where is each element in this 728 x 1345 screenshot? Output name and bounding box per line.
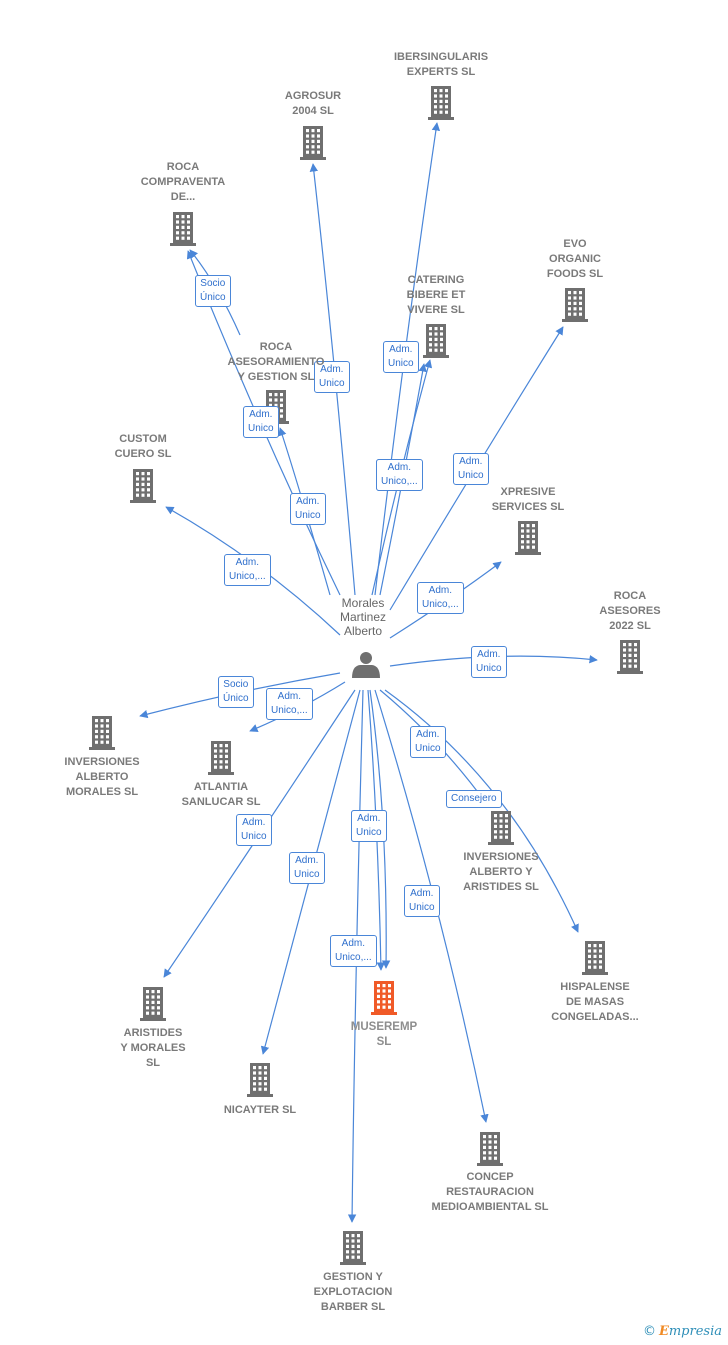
footer-brand[interactable]: ©Empresia [643, 1324, 722, 1339]
edge-label-nicayter[interactable]: Adm. Unico [289, 852, 325, 884]
company-label-museremp[interactable]: MUSEREMP SL [350, 1021, 418, 1048]
edge-label-hispalense[interactable]: Consejero [446, 790, 502, 808]
copyright-symbol: © [642, 1324, 656, 1339]
edge-label-custom-cuero[interactable]: Adm. Unico,... [224, 554, 271, 586]
building-icon-nicayter[interactable] [247, 1063, 273, 1097]
brand-name: mpresia [668, 1324, 722, 1339]
building-icon-inversiones-aa[interactable] [488, 811, 514, 845]
edge-label-roca-compraventa[interactable]: Adm. Unico [290, 493, 326, 525]
building-icon-custom-cuero[interactable] [130, 469, 156, 503]
building-icon-hispalense[interactable] [582, 941, 608, 975]
company-label-roca-compraventa[interactable]: ROCA COMPRAVENTA DE... [140, 161, 226, 203]
company-label-aristides[interactable]: ARISTIDES Y MORALES SL [120, 1027, 186, 1069]
edge-label-concep[interactable]: Adm. Unico [404, 885, 440, 917]
company-label-nicayter[interactable]: NICAYTER SL [223, 1104, 297, 1116]
edge-label-inversiones-aa[interactable]: Adm. Unico [410, 726, 446, 758]
edge-label-inversiones-am[interactable]: Socio Único [218, 676, 254, 708]
edge-label-catering[interactable]: Adm. Unico,... [376, 459, 423, 491]
building-icon-atlantia[interactable] [208, 741, 234, 775]
company-label-inversiones-aa[interactable]: INVERSIONES ALBERTO Y ARISTIDES SL [463, 851, 539, 893]
building-icon-inversiones-am[interactable] [89, 716, 115, 750]
building-icon-ibersingularis[interactable] [428, 86, 454, 120]
company-label-custom-cuero[interactable]: CUSTOM CUERO SL [114, 433, 172, 460]
edge-label-ibersingularis[interactable]: Adm. Unico [383, 341, 419, 373]
edge-line-gestion [347, 689, 364, 1223]
icons-layer [89, 86, 643, 1265]
edge-label-roca-asesores[interactable]: Adm. Unico [471, 646, 507, 678]
company-label-xpresive[interactable]: XPRESIVE SERVICES SL [491, 486, 565, 513]
company-label-catering[interactable]: CATERING BIBERE ET VIVERE SL [406, 274, 466, 316]
edge-label-roca-compraventa[interactable]: Socio Único [195, 275, 231, 307]
company-label-concep[interactable]: CONCEP RESTAURACION MEDIOAMBIENTAL SL [431, 1171, 549, 1213]
building-icon-evo-organic[interactable] [562, 288, 588, 322]
building-icon-concep[interactable] [477, 1132, 503, 1166]
building-icon-museremp[interactable] [371, 981, 397, 1015]
edge-label-aristides[interactable]: Adm. Unico [236, 814, 272, 846]
building-icon-roca-compraventa[interactable] [170, 212, 196, 246]
company-label-gestion[interactable]: GESTION Y EXPLOTACION BARBER SL [313, 1271, 393, 1313]
company-label-roca-asesoramiento[interactable]: ROCA ASESORAMIENTO Y GESTION SL [227, 341, 325, 383]
edge-label-atlantia[interactable]: Adm. Unico,... [266, 688, 313, 720]
company-label-hispalense[interactable]: HISPALENSE DE MASAS CONGELADAS... [551, 981, 639, 1023]
edge-label-evo-organic[interactable]: Adm. Unico [453, 453, 489, 485]
building-icon-roca-asesores[interactable] [617, 640, 643, 674]
edge-label-xpresive[interactable]: Adm. Unico,... [417, 582, 464, 614]
company-label-evo-organic[interactable]: EVO ORGANIC FOODS SL [546, 238, 604, 280]
person-name[interactable]: Morales Martinez Alberto [339, 596, 386, 638]
building-icon-gestion[interactable] [340, 1231, 366, 1265]
person-icon[interactable] [352, 652, 380, 678]
company-label-inversiones-am[interactable]: INVERSIONES ALBERTO MORALES SL [64, 756, 140, 798]
company-label-ibersingularis[interactable]: IBERSINGULARIS EXPERTS SL [393, 51, 489, 78]
company-label-agrosur[interactable]: AGROSUR 2004 SL [284, 90, 342, 117]
edge-label-museremp[interactable]: Adm. Unico,... [330, 935, 377, 967]
edge-label-gestion[interactable]: Adm. Unico [351, 810, 387, 842]
edge-label-agrosur[interactable]: Adm. Unico [314, 361, 350, 393]
edge-label-roca-asesoramiento[interactable]: Adm. Unico [243, 406, 279, 438]
company-label-atlantia[interactable]: ATLANTIA SANLUCAR SL [181, 781, 261, 808]
building-icon-aristides[interactable] [140, 987, 166, 1021]
building-icon-catering[interactable] [423, 324, 449, 358]
brand-initial: E [658, 1324, 669, 1339]
building-icon-agrosur[interactable] [300, 126, 326, 160]
company-label-roca-asesores[interactable]: ROCA ASESORES 2022 SL [599, 590, 661, 632]
building-icon-xpresive[interactable] [515, 521, 541, 555]
